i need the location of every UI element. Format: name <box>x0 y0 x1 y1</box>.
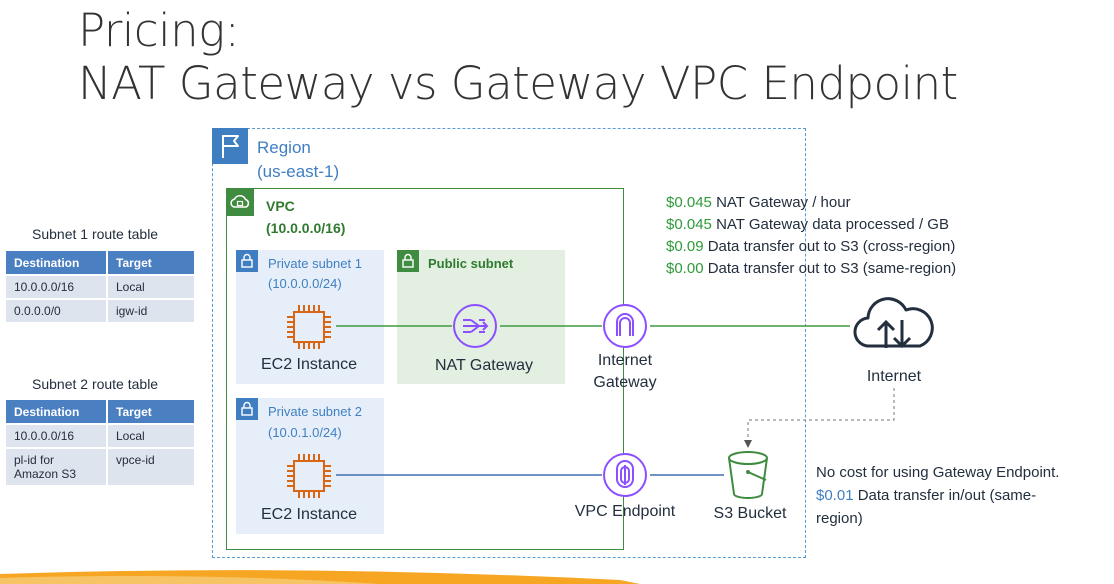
price-value: $0.01 <box>816 487 854 504</box>
table-cell: 10.0.0.0/16 <box>6 423 107 448</box>
ec2-chip-icon <box>283 301 335 353</box>
ec2-instance-1-label: EC2 Instance <box>260 356 358 373</box>
price-description: Data transfer out to S3 (same-region) <box>707 260 957 277</box>
nat-price-line: $0.045 NAT Gateway / hour <box>666 194 851 211</box>
table-header: Target <box>106 400 194 424</box>
private-subnet-2-cidr: (10.0.1.0/24) <box>268 425 342 440</box>
endpoint-cost-line-3: region) <box>816 510 863 527</box>
lock-icon <box>236 250 258 272</box>
table-cell-line: Amazon S3 <box>14 467 77 481</box>
lock-icon <box>236 398 258 420</box>
table-cell: Local <box>106 274 194 299</box>
region-name: (us-east-1) <box>257 162 340 181</box>
price-value: $0.09 <box>666 238 704 255</box>
table-cell: vpce-id <box>106 447 194 485</box>
vpc-endpoint-icon <box>601 451 649 499</box>
page-subtitle: NAT Gateway vs Gateway VPC Endpoint <box>78 57 958 110</box>
vpc-endpoint-label: VPC Endpoint <box>574 503 676 520</box>
table-row: 0.0.0.0/0 igw-id <box>6 298 194 322</box>
page-title: Pricing: <box>78 4 240 57</box>
internet-gateway-label-2: Gateway <box>593 374 657 391</box>
table-row: 10.0.0.0/16 Local <box>6 423 194 448</box>
price-value: $0.045 <box>666 216 712 233</box>
vpc-label: VPC <box>266 198 295 214</box>
private-subnet-1-label: Private subnet 1 <box>268 256 362 271</box>
internet-label: Internet <box>866 368 922 385</box>
vpc-cloud-icon <box>226 188 254 216</box>
table-row: 10.0.0.0/16 Local <box>6 274 194 299</box>
nat-price-line: $0.045 NAT Gateway data processed / GB <box>666 216 949 233</box>
s3-bucket-icon <box>724 448 772 502</box>
route-table-1-caption: Subnet 1 route table <box>32 226 159 242</box>
private-subnet-1 <box>236 250 384 384</box>
internet-gateway-icon <box>601 302 649 350</box>
price-value: $0.00 <box>666 260 704 277</box>
public-subnet-label: Public subnet <box>428 256 514 271</box>
internet-cloud-icon <box>850 292 938 356</box>
price-description: Data transfer out to S3 (cross-region) <box>707 238 956 255</box>
price-description: NAT Gateway / hour <box>716 194 851 211</box>
table-cell-line: pl-id for <box>14 453 55 467</box>
private-subnet-1-cidr: (10.0.0.0/24) <box>268 276 342 291</box>
route-table-2-caption: Subnet 2 route table <box>32 376 159 392</box>
route-table-2: Destination Target 10.0.0.0/16 Local pl-… <box>6 400 194 485</box>
region-label: Region <box>257 138 311 157</box>
price-value: $0.045 <box>666 194 712 211</box>
region-boundary <box>212 128 806 558</box>
vpc-cidr: (10.0.0.0/16) <box>266 220 346 236</box>
endpoint-cost-line-2: $0.01 Data transfer in/out (same- <box>816 487 1036 504</box>
endpoint-cost-line-1: No cost for using Gateway Endpoint. <box>816 464 1060 481</box>
nat-gateway-icon <box>451 302 499 350</box>
internet-gateway-label-1: Internet <box>597 352 653 369</box>
table-cell: Local <box>106 423 194 448</box>
table-header: Destination <box>6 251 107 275</box>
lock-icon <box>397 250 419 272</box>
table-header: Destination <box>6 400 107 424</box>
table-cell: 0.0.0.0/0 <box>6 298 107 322</box>
price-description: Data transfer in/out (same- <box>857 487 1037 504</box>
ec2-instance-2-label: EC2 Instance <box>260 506 358 523</box>
region-flag-icon <box>212 128 248 164</box>
route-table-1: Destination Target 10.0.0.0/16 Local 0.0… <box>6 251 194 322</box>
table-header: Target <box>106 251 194 275</box>
internet-to-s3-arrow <box>744 388 895 448</box>
table-cell: igw-id <box>106 298 194 322</box>
private-subnet-2-label: Private subnet 2 <box>268 404 362 419</box>
public-subnet <box>397 250 565 384</box>
ec2-chip-icon <box>283 450 335 502</box>
nat-price-line: $0.09 Data transfer out to S3 (cross-reg… <box>666 238 955 255</box>
price-description: NAT Gateway data processed / GB <box>716 216 949 233</box>
private-subnet-2 <box>236 398 384 534</box>
bottom-decoration-bar <box>0 570 640 584</box>
nat-price-line: $0.00 Data transfer out to S3 (same-regi… <box>666 260 956 277</box>
vpc-boundary <box>226 188 624 550</box>
nat-gateway-label: NAT Gateway <box>434 357 534 374</box>
table-cell: 10.0.0.0/16 <box>6 274 107 299</box>
s3-bucket-label: S3 Bucket <box>713 505 787 522</box>
